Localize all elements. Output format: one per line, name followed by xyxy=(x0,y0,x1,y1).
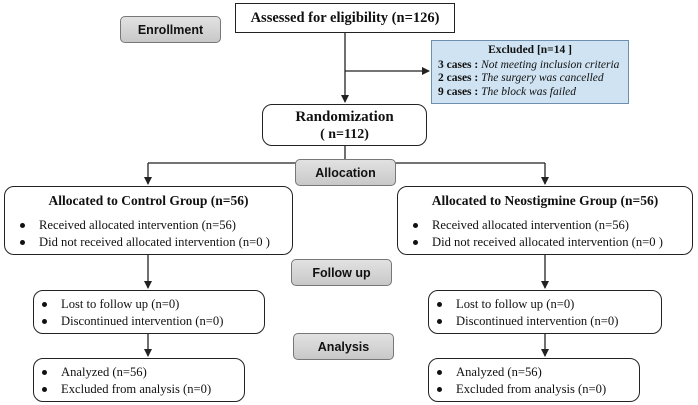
excluded-row: 3 cases : Not meeting inclusion criteria xyxy=(438,59,622,73)
neostigmine-allocation-title: Allocated to Neostigmine Group (n=56) xyxy=(431,193,659,208)
neostigmine-followup-box: Lost to follow up (n=0) Discontinued int… xyxy=(428,290,662,334)
control-allocation-list: Received allocated intervention (n=56) D… xyxy=(17,217,270,251)
control-analysis-box: Analyzed (n=56) Excluded from analysis (… xyxy=(33,358,245,402)
neostigmine-allocation-list: Received allocated intervention (n=56) D… xyxy=(410,217,663,251)
stage-analysis: Analysis xyxy=(293,333,394,360)
randomization-box: Randomization ( n=112) xyxy=(262,104,427,146)
neostigmine-allocation-box: Allocated to Neostigmine Group (n=56) Re… xyxy=(397,186,693,255)
list-item: Received allocated intervention (n=56) xyxy=(17,217,270,234)
neostigmine-analysis-list: Analyzed (n=56) Excluded from analysis (… xyxy=(434,364,606,398)
stage-enrollment-label: Enrollment xyxy=(137,22,204,37)
list-item: Did not received allocated intervention … xyxy=(17,234,270,251)
stage-allocation-label: Allocation xyxy=(315,165,376,180)
list-item: Analyzed (n=56) xyxy=(39,364,211,381)
list-item: Discontinued intervention (n=0) xyxy=(39,313,223,330)
excluded-count: 9 cases : xyxy=(438,85,479,98)
list-item: Excluded from analysis (n=0) xyxy=(39,381,211,398)
excluded-reason: The block was failed xyxy=(481,85,576,98)
list-item: Lost to follow up (n=0) xyxy=(434,296,618,313)
excluded-row: 2 cases : The surgery was cancelled xyxy=(438,72,622,86)
list-item: Discontinued intervention (n=0) xyxy=(434,313,618,330)
list-item: Excluded from analysis (n=0) xyxy=(434,381,606,398)
stage-enrollment: Enrollment xyxy=(120,16,221,43)
neostigmine-followup-list: Lost to follow up (n=0) Discontinued int… xyxy=(434,296,618,330)
stage-allocation: Allocation xyxy=(295,159,396,186)
list-item: Lost to follow up (n=0) xyxy=(39,296,223,313)
control-analysis-list: Analyzed (n=56) Excluded from analysis (… xyxy=(39,364,211,398)
list-item: Did not received allocated intervention … xyxy=(410,234,663,251)
stage-follow-up-label: Follow up xyxy=(312,265,371,280)
randomization-count: ( n=112) xyxy=(320,127,369,142)
stage-follow-up: Follow up xyxy=(291,259,392,286)
excluded-count: 2 cases : xyxy=(438,72,479,84)
excluded-count: 3 cases : xyxy=(438,58,479,71)
excluded-reason: Not meeting inclusion criteria xyxy=(481,58,620,71)
stage-analysis-label: Analysis xyxy=(317,339,370,354)
control-allocation-box: Allocated to Control Group (n=56) Receiv… xyxy=(4,186,293,255)
excluded-row: 9 cases : The block was failed xyxy=(438,86,622,100)
control-followup-box: Lost to follow up (n=0) Discontinued int… xyxy=(33,290,265,334)
assessed-title: Assessed for eligibility (n=126) xyxy=(250,9,440,26)
excluded-reason: The surgery was cancelled xyxy=(481,72,604,84)
control-followup-list: Lost to follow up (n=0) Discontinued int… xyxy=(39,296,223,330)
excluded-box: Excluded [n=14 ] 3 cases : Not meeting i… xyxy=(431,40,629,104)
assessed-box: Assessed for eligibility (n=126) xyxy=(235,3,455,33)
list-item: Received allocated intervention (n=56) xyxy=(410,217,663,234)
randomization-title: Randomization xyxy=(295,109,394,125)
neostigmine-analysis-box: Analyzed (n=56) Excluded from analysis (… xyxy=(428,358,640,402)
control-allocation-title: Allocated to Control Group (n=56) xyxy=(48,193,249,208)
list-item: Analyzed (n=56) xyxy=(434,364,606,381)
excluded-title: Excluded [n=14 ] xyxy=(488,44,572,56)
